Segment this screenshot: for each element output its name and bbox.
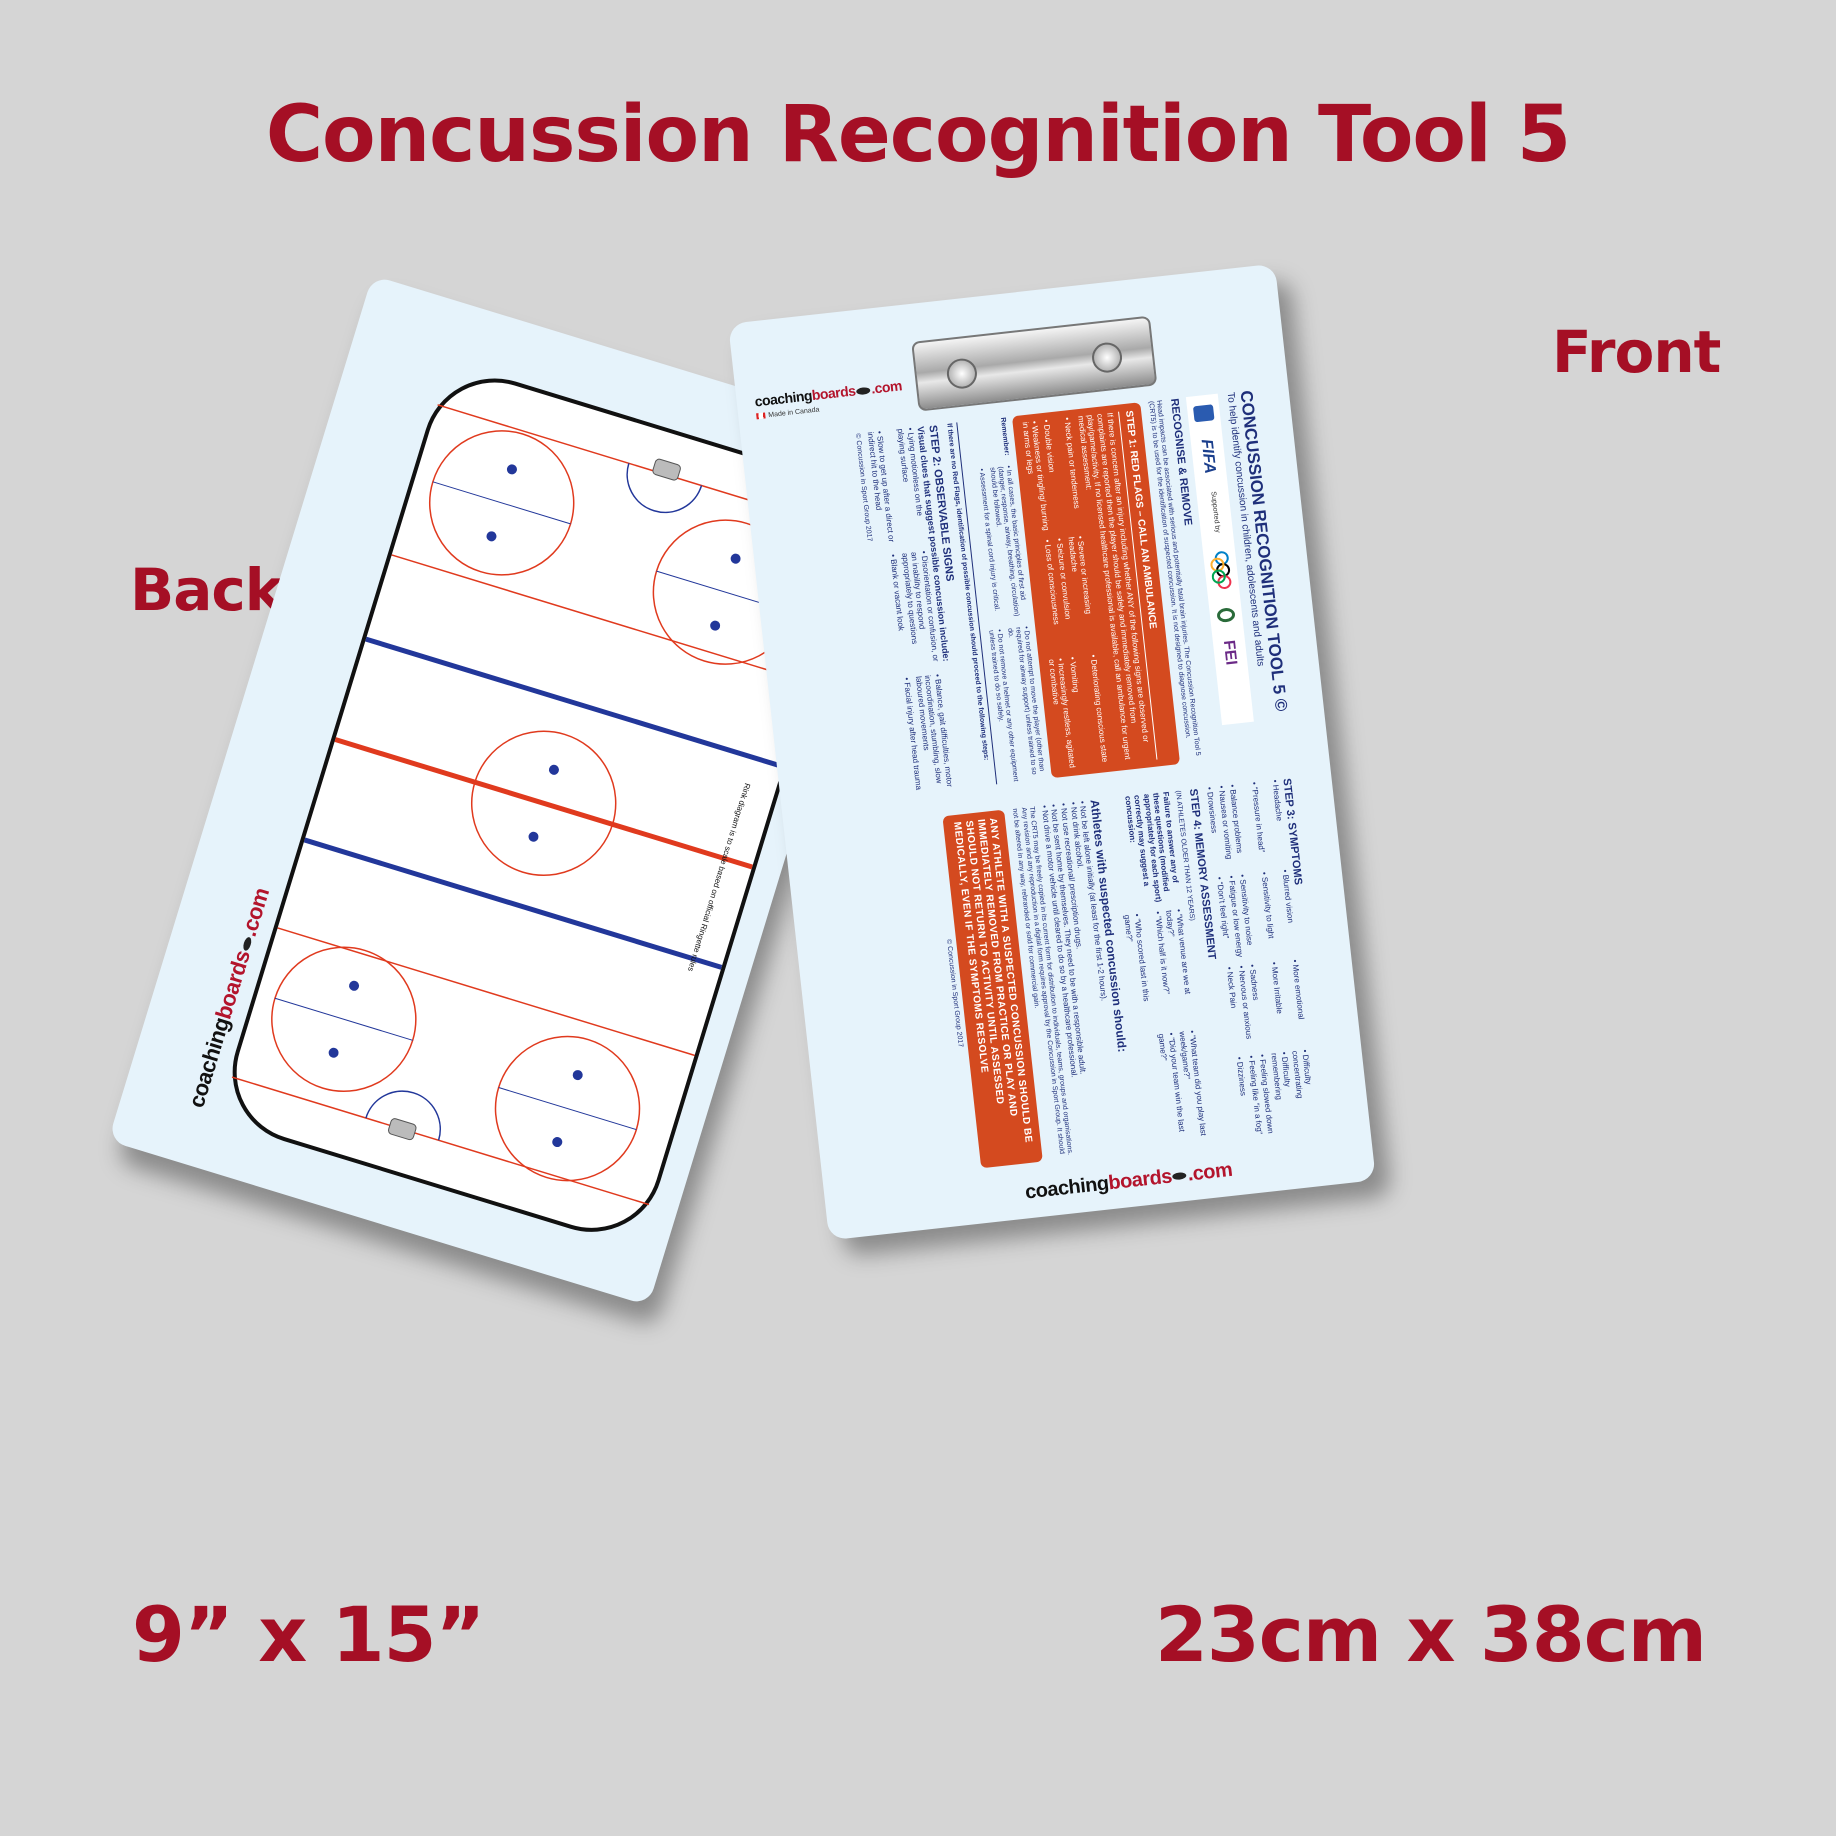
crt5-sheet: CONCUSSION RECOGNITION TOOL 5 © To help … xyxy=(766,381,1346,1191)
coachingboards-logo-top: coachingboards.com xyxy=(753,377,903,410)
free-play-line-bottom xyxy=(277,927,695,1057)
goal-line-bottom xyxy=(231,1076,650,1206)
page-headline: Concussion Recognition Tool 5 xyxy=(265,90,1571,180)
iihf-logo-icon xyxy=(1192,404,1215,423)
canada-flag-icon xyxy=(756,412,766,420)
fifa-logo: FIFA xyxy=(1197,438,1219,475)
fei-logo: FEI xyxy=(1220,639,1240,666)
circle-line xyxy=(432,481,571,525)
puck-icon xyxy=(1172,1172,1188,1181)
supported-by: Supported by xyxy=(1209,491,1221,534)
back-label: Back xyxy=(130,556,283,624)
blue-line-top xyxy=(365,636,784,769)
front-board: coachingboards.com Made in Canada CONCUS… xyxy=(728,263,1376,1241)
olympic-rings-icon xyxy=(1210,551,1232,590)
puck-icon xyxy=(856,386,871,396)
front-label: Front xyxy=(1552,318,1721,386)
size-centimeters: 23cm x 38cm xyxy=(1155,1590,1707,1679)
goal-crease-bottom xyxy=(365,1090,441,1141)
made-in-canada: Made in Canada xyxy=(756,406,820,420)
back-board: coachingboards.com Rink diagram is to sc… xyxy=(108,275,913,1306)
goal-crease-top xyxy=(626,463,703,514)
circle-line xyxy=(274,997,413,1041)
rink-diagram xyxy=(231,378,855,1232)
supporter-logos: FIFA Supported by FEI xyxy=(1185,393,1254,726)
goal-net-top xyxy=(652,458,681,481)
goal-net-bottom xyxy=(387,1118,417,1141)
world-rugby-logo-icon xyxy=(1215,607,1236,624)
blue-line-bottom xyxy=(303,837,723,970)
size-inches: 9” x 15” xyxy=(132,1590,485,1679)
center-line xyxy=(334,737,753,870)
circle-line xyxy=(498,1087,637,1131)
free-play-line-top xyxy=(391,554,809,684)
puck-icon xyxy=(241,936,253,952)
